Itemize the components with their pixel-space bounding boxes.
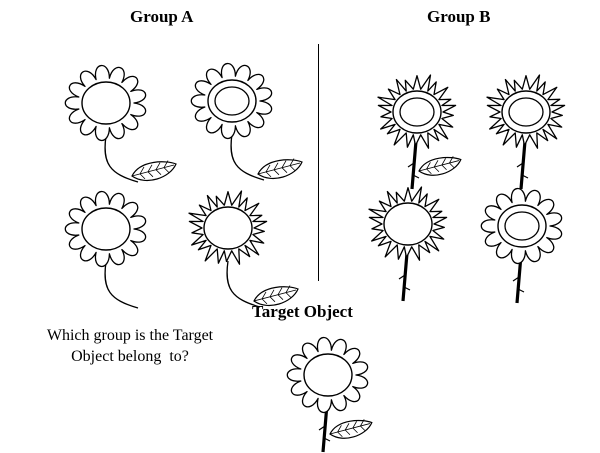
flower-center bbox=[383, 202, 433, 246]
thin-curved-stem bbox=[226, 260, 261, 308]
thick-straight-stem bbox=[410, 140, 418, 190]
target-flower bbox=[286, 336, 373, 453]
group-a-title: Group A bbox=[130, 7, 194, 26]
thin-curved-stem bbox=[230, 133, 265, 181]
inner-ring bbox=[504, 211, 540, 241]
group-a-flower-1 bbox=[64, 64, 177, 183]
leaf-icon bbox=[329, 419, 373, 439]
group-divider bbox=[318, 44, 319, 281]
leaf-icon bbox=[257, 158, 303, 179]
question-text: Which group is the Target Object belong … bbox=[14, 325, 246, 367]
question-line-2: Object belong to? bbox=[71, 348, 189, 365]
thick-straight-stem bbox=[519, 140, 527, 190]
group-b-flower-3 bbox=[368, 186, 448, 302]
group-a-flower-3 bbox=[64, 190, 147, 309]
group-a-flower-2 bbox=[190, 62, 303, 181]
inner-ring bbox=[214, 86, 250, 116]
thin-curved-stem bbox=[104, 135, 139, 183]
group-b-flower-4 bbox=[480, 187, 563, 304]
inner-ring bbox=[399, 97, 435, 127]
leaf-icon bbox=[418, 156, 462, 176]
flower-center bbox=[203, 206, 253, 250]
group-b-flower-1 bbox=[377, 74, 462, 190]
target-object-title: Target Object bbox=[252, 302, 353, 321]
flower-center bbox=[81, 81, 131, 125]
group-b-title: Group B bbox=[427, 7, 491, 26]
thick-straight-stem bbox=[401, 252, 409, 302]
group-b-flower-2 bbox=[486, 74, 566, 190]
flower-center bbox=[81, 207, 131, 251]
leaf-icon bbox=[131, 160, 177, 181]
leaf-icon bbox=[253, 285, 299, 306]
flower-center bbox=[303, 353, 353, 397]
thin-curved-stem bbox=[104, 261, 139, 309]
group-a-flower-4 bbox=[188, 190, 299, 308]
question-line-1: Which group is the Target bbox=[46, 327, 214, 344]
inner-ring bbox=[508, 97, 544, 127]
